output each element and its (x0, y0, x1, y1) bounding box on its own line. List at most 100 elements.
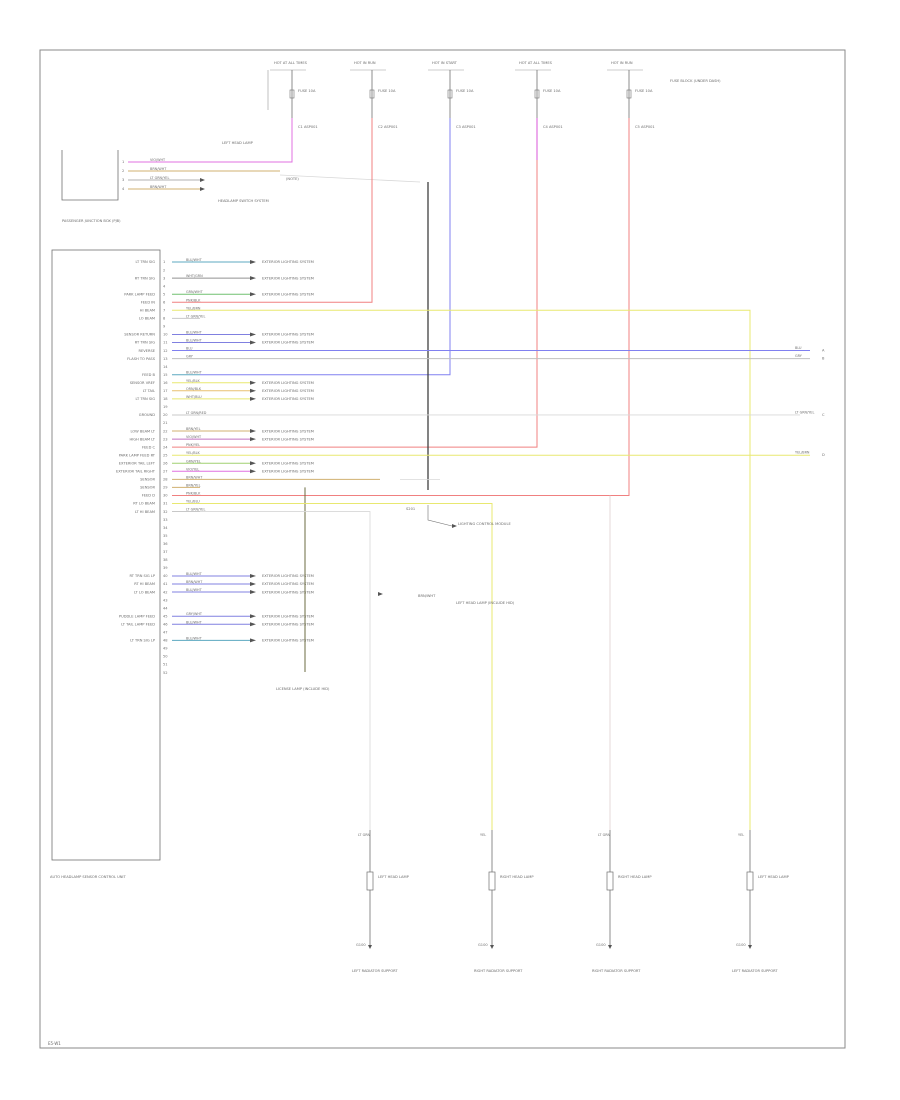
fuse-connector: C1 ASP001 (298, 125, 318, 129)
pin-number: 7 (163, 309, 165, 313)
pin-number: 38 (163, 558, 168, 562)
fuse-header: HOT IN RUN (354, 61, 376, 65)
pin-row: 43 (163, 598, 168, 602)
arrow-icon (250, 590, 256, 595)
pin-wire-color: ORN/BLK (186, 387, 202, 391)
pin-row: 21 (163, 421, 168, 425)
pin-wire-color: LT GRN/RED (186, 411, 207, 415)
fuse-connector: C2 ASP001 (378, 125, 398, 129)
pin-number: 4 (163, 284, 166, 288)
pin-destination: EXTERIOR LIGHTING SYSTEM (262, 614, 314, 618)
arrow-icon (250, 260, 256, 264)
pin-label: REVERSE (138, 349, 155, 353)
pin-destination: EXTERIOR LIGHTING SYSTEM (262, 341, 314, 345)
arrow-icon (250, 437, 256, 442)
pin-number: 23 (163, 437, 168, 441)
wire-run-fuse-5 (200, 118, 630, 496)
relay-wire-color: BRN/WHT (150, 167, 167, 171)
lamp-ground-id: G100 (478, 943, 488, 947)
ground-icon (748, 945, 752, 949)
lamp-ground-id: G100 (596, 943, 606, 947)
pin-label: LT TAIL (143, 389, 155, 393)
pin-label: EXTERIOR TAIL LEFT (119, 461, 156, 465)
pin-label: RT TRN SIG (135, 341, 155, 345)
pin-destination: EXTERIOR LIGHTING SYSTEM (262, 437, 314, 441)
pin-number: 32 (163, 510, 168, 514)
bulb-icon (746, 871, 754, 891)
fuse-3: HOT IN START FUSE 10A C3 ASP001 (428, 61, 476, 129)
pin-number: 13 (163, 357, 168, 361)
pin-destination: EXTERIOR LIGHTING SYSTEM (262, 461, 314, 465)
pin-number: 51 (163, 663, 168, 667)
ground-icon (368, 945, 372, 949)
pin-number: 52 (163, 671, 168, 675)
fuse-header: HOT AT ALL TIMES (519, 61, 553, 65)
splice-label: LIGHTING CONTROL MODULE (458, 522, 511, 526)
pin-label: EXTERIOR TAIL RIGHT (116, 470, 156, 474)
pin-row: 35 (163, 534, 168, 538)
pin-number: 46 (163, 622, 168, 626)
pin-label: HI BEAM (140, 309, 155, 313)
lamp-wire-color: LT GRN (598, 833, 611, 837)
pin-label: GROUND (139, 413, 155, 417)
splice-label: LICENSE LAMP (INCLUDE HID) (276, 687, 330, 691)
relay-pin: 3 (122, 178, 124, 182)
fuse-header: HOT IN START (432, 61, 458, 65)
pin-number: 3 (163, 276, 165, 280)
wire-run-fuse-2 (200, 118, 373, 303)
arrow-icon (250, 380, 256, 385)
pin-label: FEED B (142, 373, 156, 377)
arrow-icon (250, 292, 256, 297)
pin-label: LT TRN SIG (136, 260, 156, 264)
pin-row: 50 (163, 655, 168, 659)
pin-number: 48 (163, 639, 168, 643)
pin-destination: EXTERIOR LIGHTING SYSTEM (262, 276, 314, 280)
pin-number: 27 (163, 470, 168, 474)
lamp-name: RIGHT HEAD LAMP (618, 875, 652, 879)
pin-number: 36 (163, 542, 168, 546)
pin-label: HIGH BEAM LT (129, 437, 155, 441)
fuse-connector: C3 ASP001 (456, 125, 476, 129)
module-title: PASSENGER JUNCTION BOX (PJB) (62, 219, 121, 223)
pin-number: 31 (163, 502, 168, 506)
exit-wire-color: GRY (795, 354, 803, 358)
fuse-box-label: FUSE BLOCK (UNDER DASH) (670, 79, 721, 83)
pin-wire-color: BLU/WHT (186, 620, 203, 624)
fuse-rating: FUSE 10A (456, 89, 474, 93)
page-code: E5-W1 (48, 1041, 61, 1046)
pin-number: 8 (163, 317, 166, 321)
pin-number: 34 (163, 526, 168, 530)
pin-wire-color: BLU/WHT (186, 330, 203, 334)
pin-number: 22 (163, 429, 168, 433)
pin-wire-color: LT GRN/YEL (186, 314, 205, 318)
bulb-icon (488, 871, 496, 891)
pin-label: FLASH TO PASS (127, 357, 156, 361)
pin-wire-color: WHT/BLU (186, 395, 202, 399)
pin-wire-color: GRY/WHT (186, 612, 203, 616)
diagram-frame (39, 49, 846, 1049)
lamp-ground-label: LEFT RADIATOR SUPPORT (352, 969, 398, 973)
pin-wire-color: YEL/BLU (186, 500, 200, 504)
lamp-ground-label: RIGHT RADIATOR SUPPORT (592, 969, 641, 973)
lamp-wire-color: YEL (480, 833, 486, 837)
pin-number: 28 (163, 478, 168, 482)
pin-wire-color: PNK/BLK (186, 491, 201, 495)
pin-destination: EXTERIOR LIGHTING SYSTEM (262, 292, 314, 296)
pin-row: 14 (163, 365, 168, 369)
